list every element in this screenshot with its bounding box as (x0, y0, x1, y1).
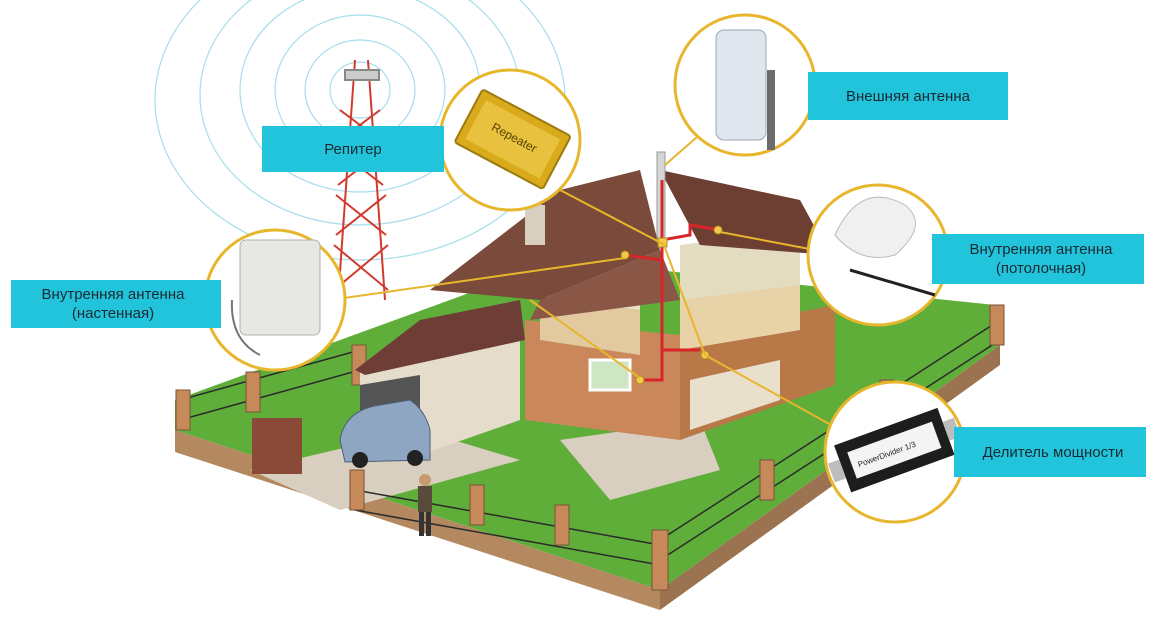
wall-antenna-callout (203, 228, 347, 372)
label-ceiling-antenna: Внутренняя антенна (потолочная) (932, 234, 1144, 284)
splitter-callout: PowerDivider 1/3 (823, 380, 967, 524)
repeater-callout: Repeater (438, 68, 582, 212)
label-repeater-text: Репитер (324, 140, 382, 158)
label-power-splitter: Делитель мощности (954, 427, 1146, 477)
label-outer-antenna-text: Внешняя антенна (846, 87, 970, 105)
car (339, 399, 431, 468)
outer-antenna-callout (673, 13, 817, 157)
house (430, 170, 835, 440)
label-wall-antenna: Внутренняя антенна (настенная) (11, 280, 221, 328)
person (418, 474, 432, 536)
gate (252, 418, 302, 474)
cell-tower (333, 59, 389, 301)
label-outer-antenna: Внешняя антенна (808, 72, 1008, 120)
label-ceiling-antenna-line2: (потолочная) (995, 260, 1087, 277)
label-repeater: Репитер (262, 126, 444, 172)
label-wall-antenna-line1: Внутренняя антенна (41, 286, 185, 303)
ceiling-antenna-callout (806, 183, 950, 327)
label-power-splitter-text: Делитель мощности (982, 443, 1124, 461)
label-wall-antenna-line2: (настенная) (71, 305, 155, 322)
label-ceiling-antenna-line1: Внутренняя антенна (969, 241, 1113, 258)
